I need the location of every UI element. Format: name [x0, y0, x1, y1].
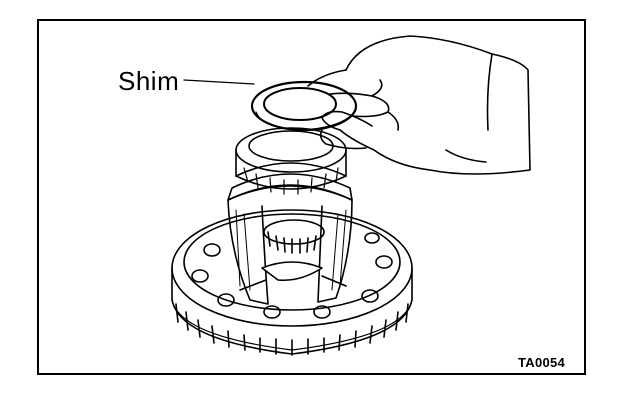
shim [250, 80, 358, 132]
shim-callout-label: Shim [118, 66, 180, 96]
callout-leader-line [183, 79, 255, 85]
ring-gear [171, 209, 413, 356]
differential-case [227, 162, 353, 305]
hand [307, 35, 531, 175]
figure-code: TA0054 [518, 355, 566, 370]
bearing [235, 127, 347, 195]
figure-frame [37, 19, 586, 375]
